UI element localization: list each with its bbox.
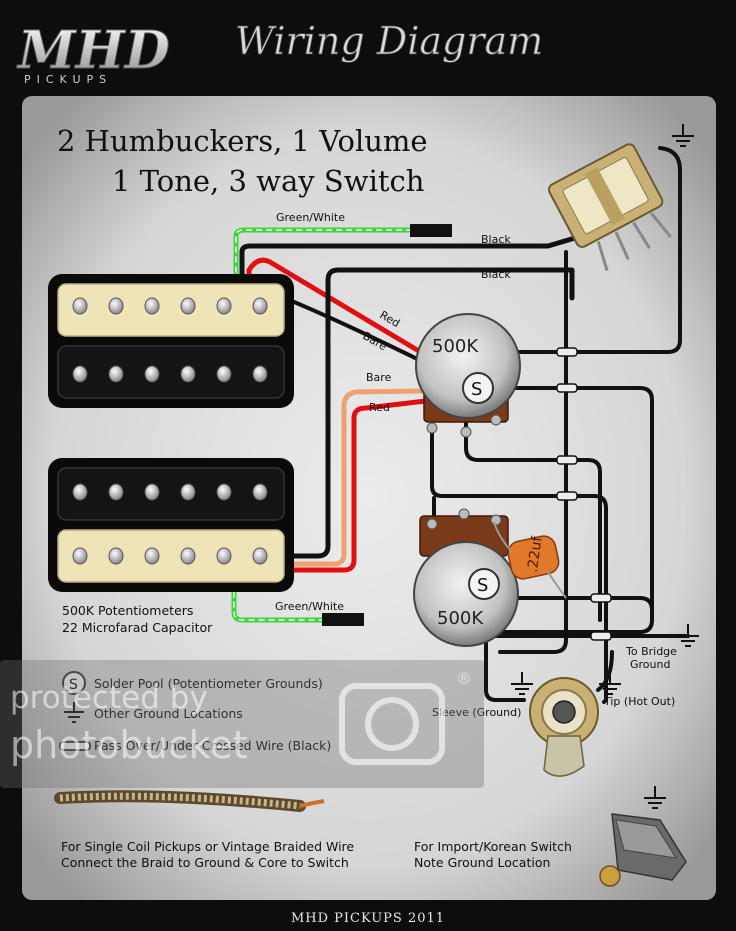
pot-casing [415, 313, 521, 419]
crossover-mark [556, 347, 578, 357]
solder-pool-icon [468, 568, 500, 600]
neck-humbucker [48, 274, 294, 408]
tone-pot-value: 500K [437, 608, 484, 629]
crossover-mark [556, 455, 578, 465]
wire-volume-lug [464, 416, 602, 622]
wire-black-bottom-pickup [291, 267, 575, 559]
wire-red-top-pickup [246, 257, 477, 387]
solder-pool-icon [62, 671, 86, 695]
pickup-coil-cream [57, 529, 285, 583]
watermark-registered: ® [456, 669, 472, 688]
capacitor: .22uf [507, 535, 560, 580]
pot-spec: 500K Potentiometers [62, 603, 193, 618]
wire-volume-to-jack [494, 386, 654, 634]
capacitor-value: .22uf [525, 535, 546, 574]
crossover-mark [556, 491, 578, 501]
label-green-white-bottom: Green/White [275, 600, 344, 613]
sleeve-label: Sleeve (Ground) [432, 706, 521, 719]
crossover-mark [590, 631, 612, 641]
ground-icon [677, 624, 699, 647]
import-switch [599, 786, 687, 887]
volume-pot-value: 500K [432, 336, 479, 357]
cap-spec: 22 Microfarad Capacitor [62, 620, 213, 635]
ground-icon [64, 702, 84, 723]
wire-switch-output [498, 250, 568, 654]
bridge-ground-label-1: To Bridge [625, 645, 677, 658]
pot-casing [413, 541, 519, 647]
braid-note-line-2: Connect the Braid to Ground & Core to Sw… [61, 855, 349, 870]
wire-sleeve [484, 608, 526, 702]
solder-symbol: S [477, 575, 488, 596]
crossover-mark [556, 383, 578, 393]
camera-icon [339, 683, 445, 765]
footer-credit: MHD PICKUPS 2011 [291, 911, 445, 926]
wire-green-top-stripe [235, 229, 413, 283]
pickup-coil-black [57, 345, 285, 399]
subtitle-line-2: 1 Tone, 3 way Switch [112, 164, 424, 198]
watermark: protected by photobucket ® [0, 660, 484, 788]
braid-note-line-1: For Single Coil Pickups or Vintage Braid… [61, 839, 354, 854]
brand-logo: MHD [16, 20, 170, 81]
wire-end-tab [322, 613, 364, 626]
switch-note-line-2: Note Ground Location [414, 855, 550, 870]
header: MHD PICKUPS Wiring Diagram [16, 19, 544, 86]
label-green-white-top: Green/White [276, 211, 345, 224]
legend-other-ground: Other Ground Locations [94, 706, 243, 721]
bridge-ground-label-2: Ground [630, 658, 670, 671]
pickup-coil-black [57, 467, 285, 521]
wire-end-tab [410, 224, 452, 237]
pole-pieces [72, 483, 268, 565]
pickup-coil-cream [57, 283, 285, 337]
wire-tone-to-cap [484, 596, 654, 612]
toggle-switch [547, 143, 672, 272]
wire-tip [596, 650, 614, 692]
watermark-line-2: photobucket [10, 723, 248, 767]
wire-tone-ground [430, 426, 608, 704]
legend-pass-over: Pass Over/Under Crossed Wire (Black) [94, 738, 331, 753]
wire-bare-bottom-pickup [289, 387, 475, 567]
bridge-humbucker [48, 458, 294, 592]
tone-pot: 500K S .22uf [413, 508, 567, 647]
label-red-2: Red [369, 401, 390, 414]
ground-icon [599, 672, 621, 695]
legend-solder-pool: Solder Pool (Potentiometer Grounds) [94, 676, 323, 691]
volume-pot: 500K S [415, 313, 521, 438]
pole-pieces [72, 297, 268, 383]
switch-note-line-1: For Import/Korean Switch [414, 839, 572, 854]
solder-symbol: S [69, 677, 78, 693]
label-black-1: Black [481, 233, 511, 246]
solder-symbol: S [471, 379, 482, 400]
braided-wire [54, 790, 325, 812]
output-jack [511, 672, 621, 777]
crossover-mark [59, 741, 91, 751]
ground-icon [511, 672, 533, 695]
wire-red-bottom-pickup [289, 393, 471, 573]
watermark-line-1: protected by [10, 680, 208, 716]
label-bare-2: Bare [366, 371, 392, 384]
brand-sub: PICKUPS [24, 73, 112, 86]
solder-pool-icon [462, 372, 494, 404]
page-title: Wiring Diagram [235, 19, 543, 63]
ground-icon [672, 124, 694, 147]
legend: S Solder Pool (Potentiometer Grounds) Ot… [59, 671, 331, 753]
crossover-mark [590, 593, 612, 603]
subtitle-line-1: 2 Humbuckers, 1 Volume [57, 124, 428, 158]
wire-black-top-pickup [239, 235, 578, 283]
ground-icon [644, 786, 666, 809]
wire-green-bottom-stripe [233, 581, 323, 621]
label-black-2: Black [481, 268, 511, 281]
tip-label: Tip (Hot Out) [603, 695, 675, 708]
